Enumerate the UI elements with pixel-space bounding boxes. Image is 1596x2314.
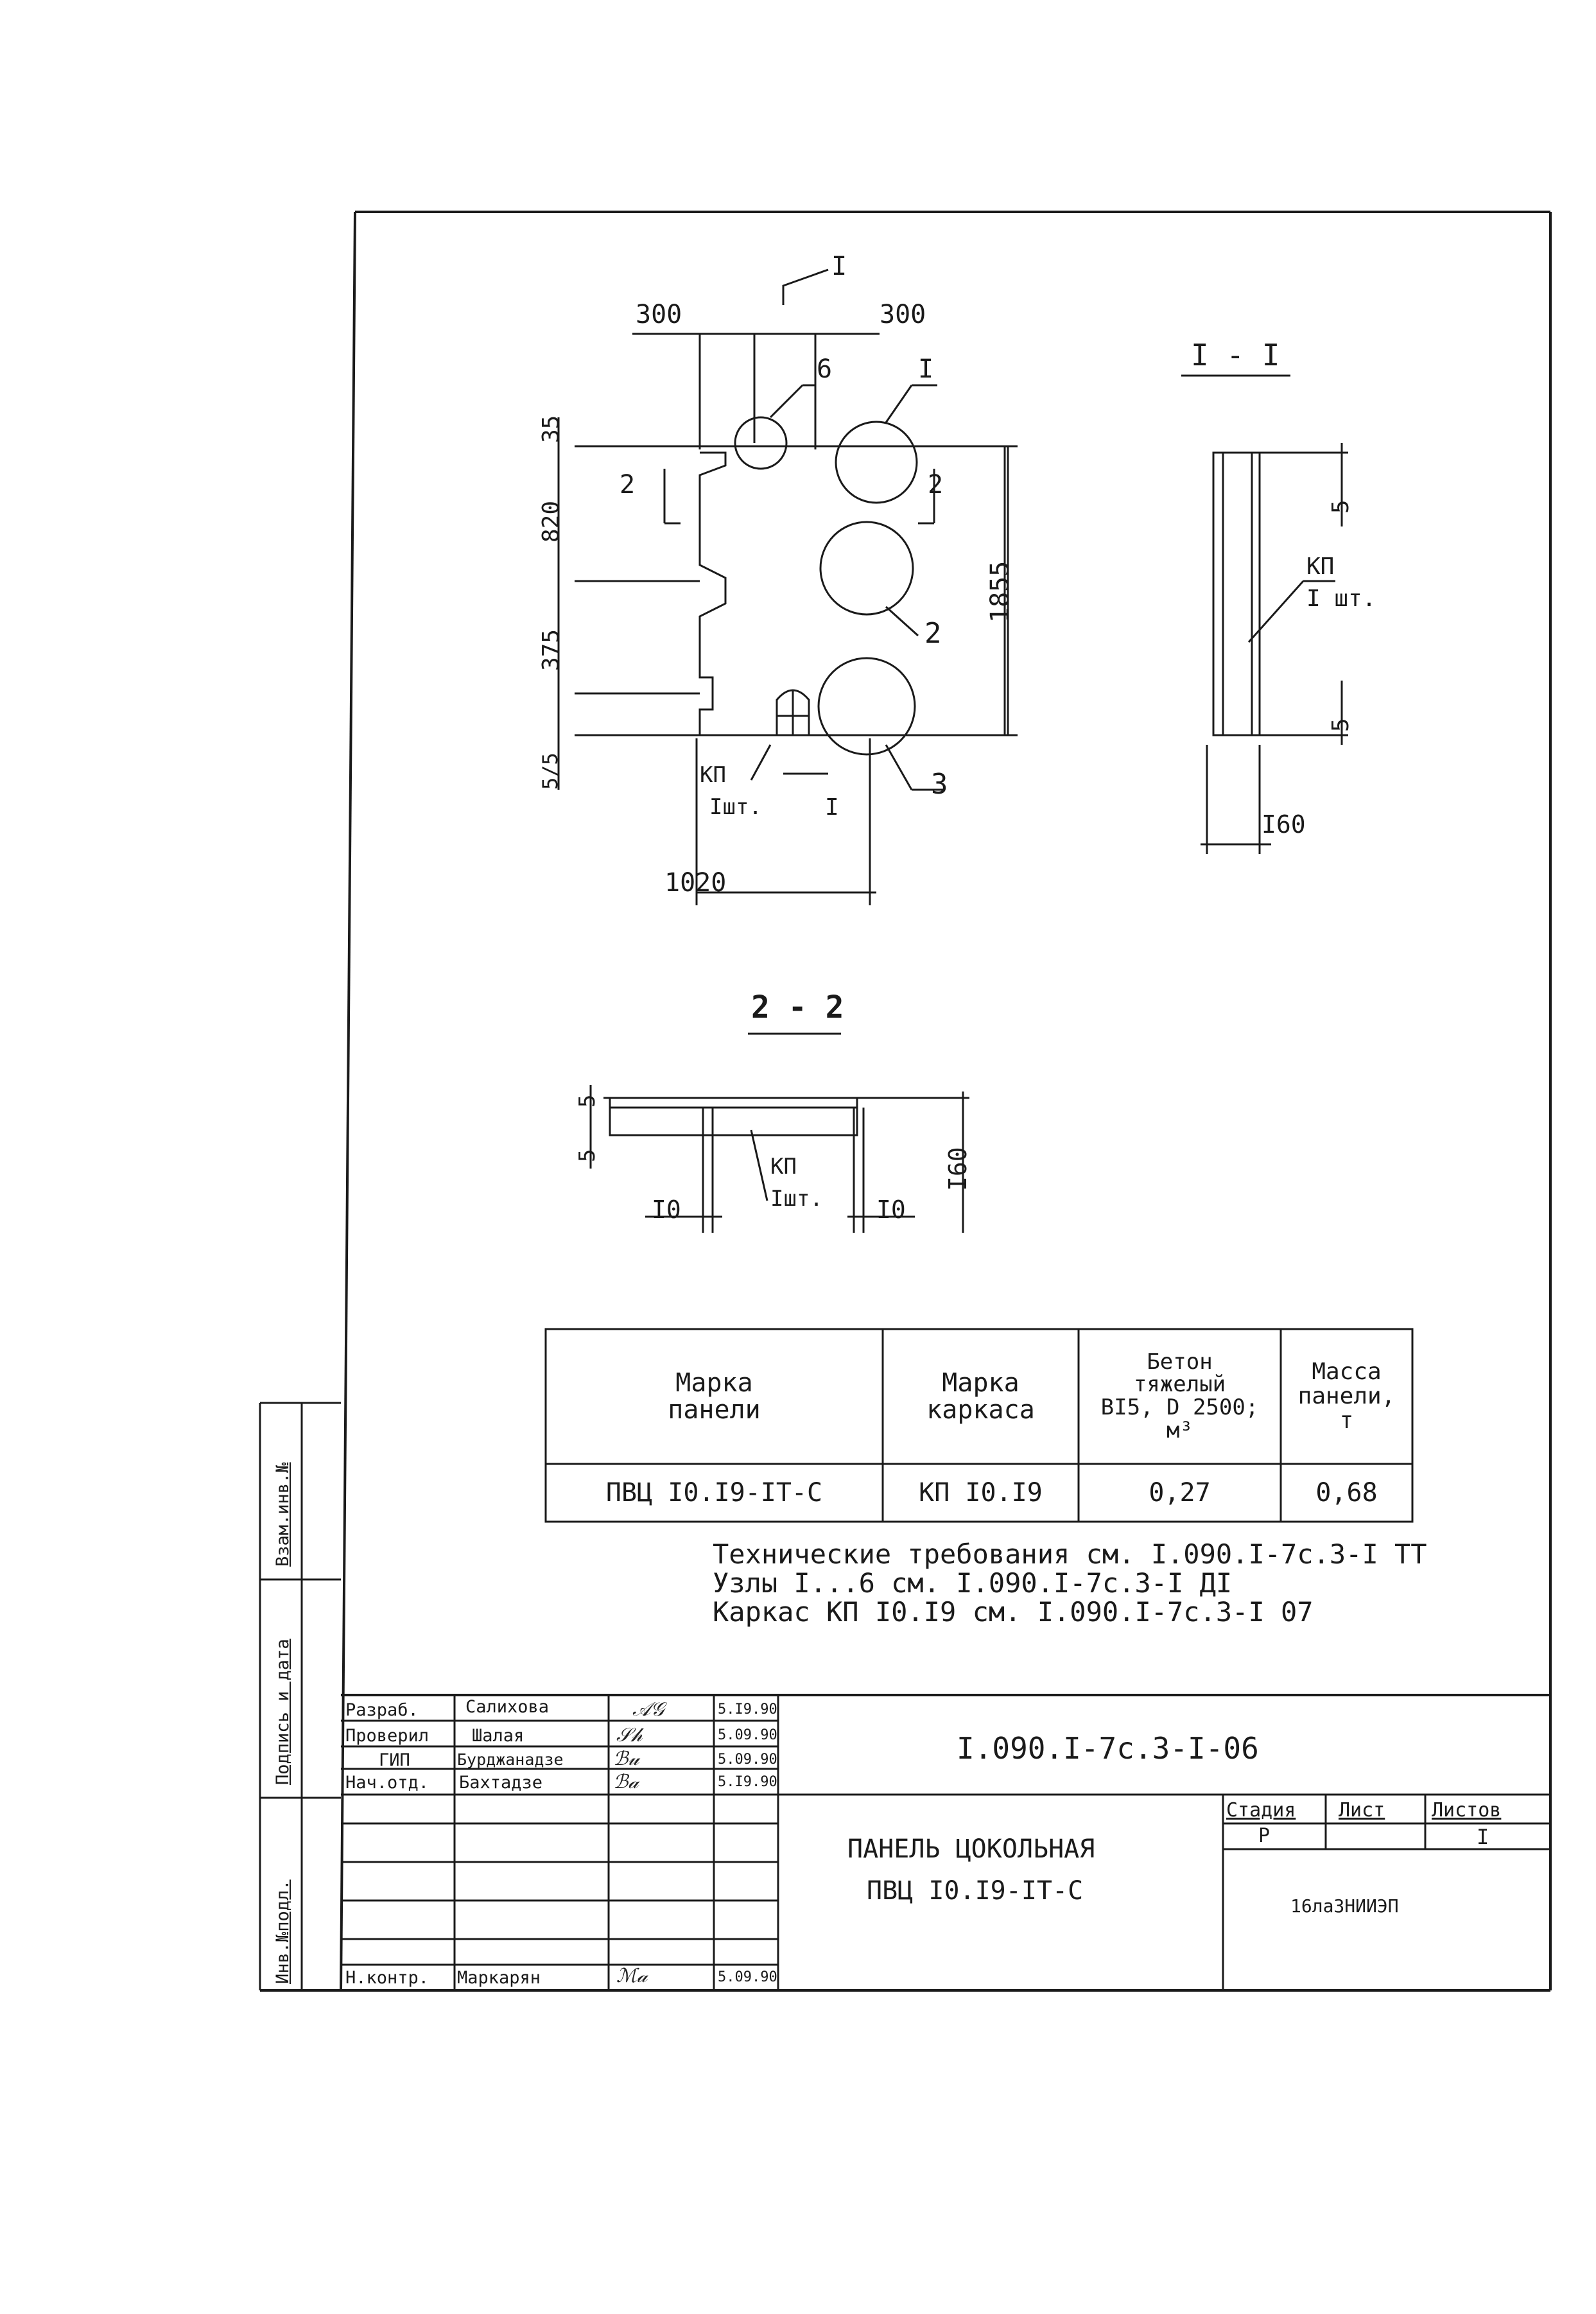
date-gip: 5.09.90	[718, 1752, 777, 1768]
stamp-replacement-inv: Взам.инв.№	[273, 1462, 293, 1567]
signature-dept-head: ℬ𝒶	[613, 1771, 639, 1793]
sheets-header: Листов	[1432, 1799, 1502, 1822]
title-line-2: ПВЦ I0.I9-IТ-С	[867, 1876, 1084, 1906]
section-2-dim-right: I0	[876, 1196, 906, 1224]
date-checked: 5.09.90	[718, 1727, 777, 1743]
node-label-1: I	[918, 354, 934, 384]
name-dept-head: Бахтадзе	[459, 1773, 543, 1793]
section-1-kp-label: КП	[1306, 553, 1335, 580]
note-frame: Каркас КП I0.I9 см. I.090.I-7с.3-I 07	[713, 1596, 1314, 1628]
section-2-title: 2 - 2	[751, 989, 844, 1025]
section-2-dim-left-top: 5	[575, 1094, 600, 1108]
stamp-original-inv: Инв.№подл.	[273, 1879, 293, 1984]
spec-header-frame-mark: Марка каркаса	[926, 1368, 1035, 1425]
signature-norm-control: ℳ𝒶	[616, 1965, 648, 1987]
section-2-mark-right: 2	[928, 470, 944, 500]
dim-left-upper: 35	[538, 415, 564, 443]
title-block-grid	[341, 1695, 1550, 1990]
stage-value: Р	[1258, 1825, 1271, 1847]
doc-code: I.090.I-7с.3-I-06	[957, 1731, 1259, 1766]
note-technical-requirements: Технические требования см. I.090.I-7с.3-…	[713, 1538, 1427, 1570]
section-1-dim-top: 5	[1328, 500, 1354, 514]
section-1-lines	[1181, 374, 1348, 854]
dim-top-right: 300	[880, 300, 926, 329]
name-checked: Шалая	[472, 1726, 525, 1746]
section-cut-label-bottom: I	[825, 794, 839, 821]
dim-height-total: 1855	[985, 561, 1015, 623]
section-2-lines	[589, 1032, 969, 1233]
spec-header-panel-mark: Марка панели	[668, 1368, 761, 1425]
note-nodes: Узлы I...6 см. I.090.I-7с.3-I ДI	[713, 1567, 1233, 1599]
spec-table-grid	[544, 1328, 1414, 1523]
section-2-dim-left: I0	[652, 1196, 681, 1224]
section-cut-label-top: I	[831, 252, 847, 281]
section-1-dim-bottom: 5	[1328, 718, 1354, 732]
side-stamp-lines	[259, 1402, 341, 1990]
spec-header-concrete: Бетон тяжелый ВI5, D 2500; м³	[1100, 1348, 1259, 1443]
title-line-1: ПАНЕЛЬ ЦОКОЛЬНАЯ	[847, 1834, 1095, 1864]
spec-cell-frame-mark: КП I0.I9	[919, 1478, 1043, 1508]
sheet-frame	[260, 211, 1552, 1992]
role-developed: Разраб.	[345, 1700, 419, 1720]
section-1-kp-count: I шт.	[1306, 586, 1376, 612]
spec-cell-concrete: 0,27	[1149, 1478, 1211, 1508]
date-developed: 5.I9.90	[718, 1701, 777, 1718]
plan-view-lines	[557, 268, 1018, 905]
dim-top-left: 300	[636, 300, 682, 329]
signature-checked: 𝒮𝒽	[616, 1724, 643, 1746]
spec-header-mass: Масса панели, т	[1297, 1359, 1396, 1434]
spec-cell-mass: 0,68	[1315, 1478, 1378, 1508]
role-checked: Проверил	[345, 1726, 429, 1746]
section-2-mark-left: 2	[620, 470, 636, 500]
plan-kp-count: Iшт.	[709, 794, 762, 820]
role-dept-head: Нач.отд.	[345, 1773, 429, 1793]
sheets-value: I	[1477, 1825, 1489, 1849]
date-dept-head: 5.I9.90	[718, 1774, 777, 1790]
dim-left-low: 375	[538, 629, 564, 671]
date-norm-control: 5.09.90	[718, 1969, 777, 1985]
node-label-2: 2	[924, 617, 942, 650]
section-2-kp-label: КП	[770, 1154, 797, 1179]
section-2-dim-height: I60	[944, 1147, 972, 1191]
spec-cell-panel-mark: ПВЦ I0.I9-IТ-С	[605, 1478, 823, 1508]
dim-left-mid: 820	[538, 500, 564, 543]
name-developed: Салихова	[465, 1697, 550, 1717]
name-norm-control: Маркарян	[457, 1968, 541, 1988]
name-gip: Бурджанадзе	[457, 1750, 564, 1769]
section-1-dim-width: I60	[1262, 810, 1306, 839]
sheet-header: Лист	[1339, 1799, 1385, 1822]
stamp-signature-date: Подпись и дата	[273, 1639, 293, 1785]
dim-width: 1020	[664, 868, 727, 898]
section-1-title: I - I	[1191, 338, 1280, 372]
node-label-3: 3	[931, 768, 948, 801]
signature-gip: ℬ𝓊	[613, 1748, 639, 1770]
stage-header: Стадия	[1226, 1799, 1296, 1822]
dim-left-bottom: 5/5	[538, 752, 562, 790]
node-label-6: 6	[817, 354, 833, 384]
signature-developed: 𝒜𝒢	[632, 1698, 664, 1721]
role-norm-control: Н.контр.	[345, 1968, 429, 1988]
plan-kp-label: КП	[700, 762, 726, 788]
organization: 16ла3НИИЭП	[1290, 1895, 1399, 1917]
section-2-kp-count: Iшт.	[770, 1186, 823, 1212]
role-gip: ГИП	[379, 1750, 410, 1770]
section-2-dim-left-bottom: 5	[575, 1149, 600, 1162]
